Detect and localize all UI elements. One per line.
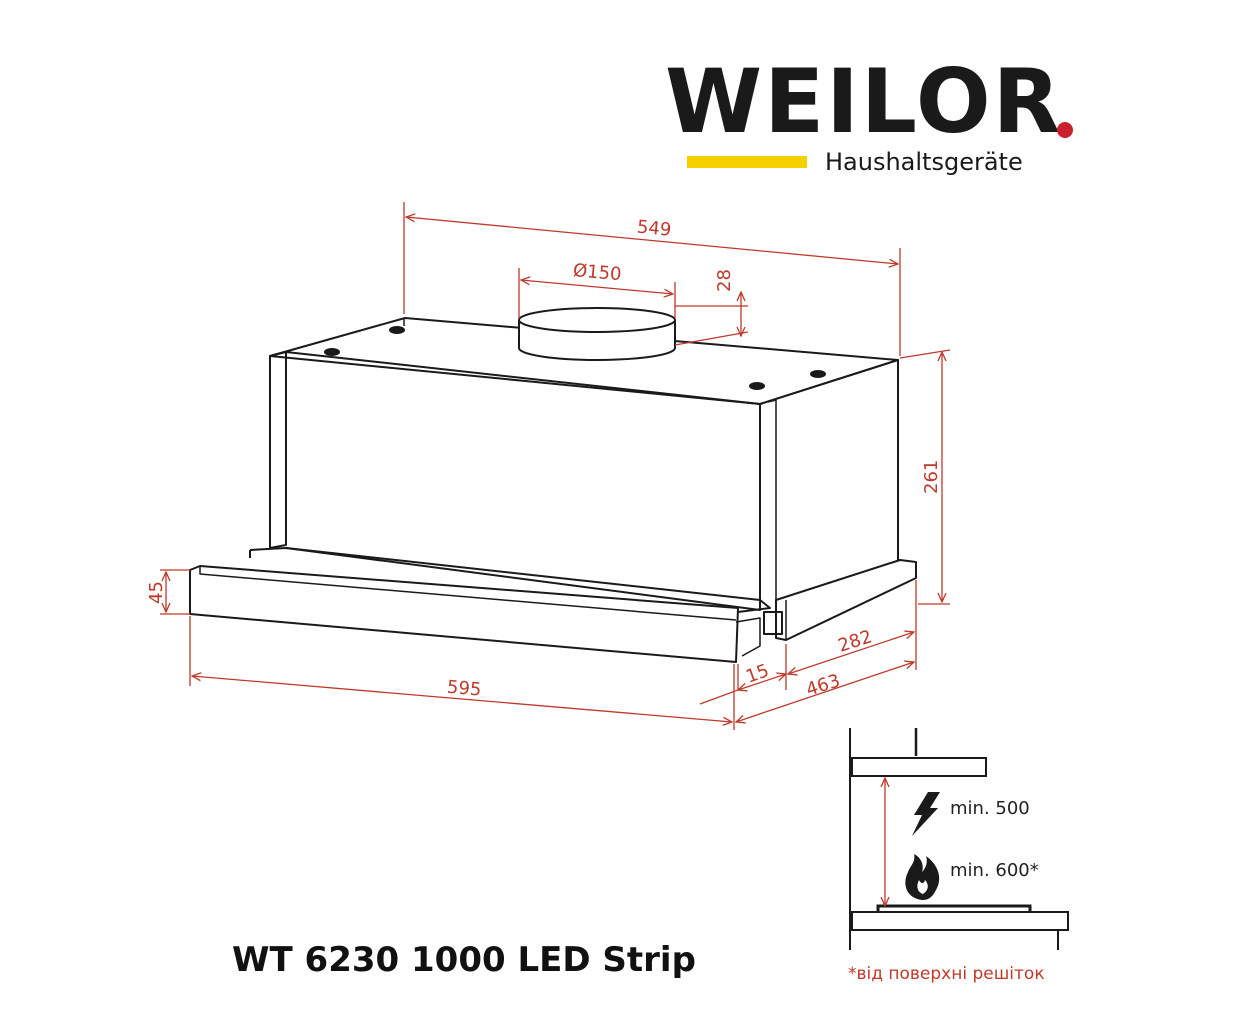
- clearance-note: *від поверхні решіток: [848, 964, 1045, 984]
- cooktop-shape: [851, 911, 1069, 931]
- outlet-collar: [518, 307, 676, 361]
- clearance-diagram: [849, 728, 1069, 950]
- dim-549-line: [406, 217, 898, 264]
- clearance-electric-label: min. 500: [950, 798, 1030, 819]
- dim-595-line: [192, 676, 732, 722]
- dim-15-label: 15: [743, 660, 772, 688]
- dim-45-label: 45: [146, 581, 167, 604]
- hood-front-face: [285, 351, 761, 611]
- model-name: WT 6230 1000 LED Strip: [232, 940, 696, 980]
- dim-150-label: Ø150: [572, 260, 622, 285]
- brand-name: WEILOR: [665, 50, 1063, 153]
- dimension-lines: [160, 202, 951, 730]
- side-vent: [763, 611, 783, 635]
- hood-left-wall: [269, 351, 287, 549]
- front-panel: [189, 547, 771, 663]
- screw-3: [810, 370, 826, 378]
- dim-549-label: 549: [636, 217, 672, 241]
- screw-4: [749, 382, 765, 390]
- hood-right-face: [759, 359, 899, 560]
- hood-base: [775, 559, 917, 641]
- dim-261-label: 261: [921, 460, 942, 494]
- lightning-icon: [912, 792, 940, 836]
- dim-282-label: 282: [836, 626, 875, 657]
- dim-28-label: 28: [714, 269, 735, 292]
- dim-463-label: 463: [804, 670, 843, 701]
- hood-shape: [851, 757, 987, 777]
- hood-outline: [269, 317, 917, 641]
- flame-icon: [905, 854, 940, 900]
- brand-accent-bar: [687, 156, 807, 168]
- brand-tagline: Haushaltsgeräte: [825, 148, 1023, 176]
- dim-463-line: [736, 662, 914, 722]
- brand-logo: WEILOR Haushaltsgeräte: [665, 52, 1085, 192]
- dim-150-line: [521, 280, 673, 294]
- clearance-gas-label: min. 600*: [950, 860, 1039, 881]
- screw-2: [324, 348, 340, 356]
- panel-face: [189, 565, 739, 663]
- screw-1: [389, 326, 405, 334]
- brand-dot: [1057, 122, 1073, 138]
- dimension-labels: 549 Ø150 28 261 45 595 15 282 463: [146, 217, 942, 701]
- dim-595-label: 595: [446, 677, 482, 701]
